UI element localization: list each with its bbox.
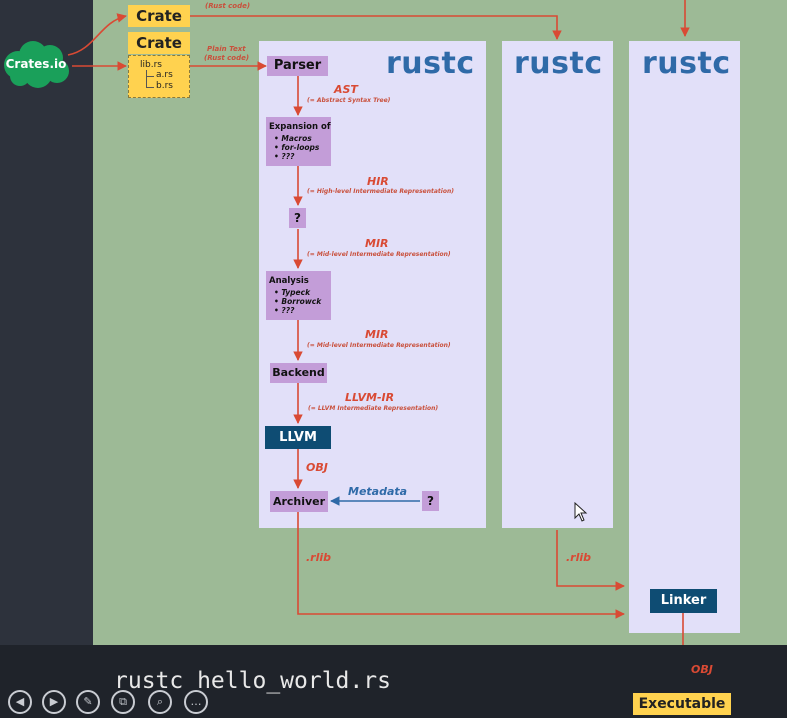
mir-sublabel-2: (= Mid-level Intermediate Representation… (307, 342, 451, 349)
file-b-rs: b.rs (156, 81, 173, 91)
crate-b-sublabel: (Rust code) (205, 2, 251, 10)
crate-a-box: Crate A (128, 32, 190, 74)
analysis-item-typeck: Typeck (281, 288, 311, 297)
metadata-source-box: ? (422, 491, 439, 511)
crate-a-files: lib.rs a.rs b.rs (128, 55, 190, 98)
expansion-item-unknown: ??? (281, 152, 295, 161)
hir-label: HIR (367, 175, 389, 188)
rustc-title-3: rustc (642, 46, 731, 81)
terminal-command: rustc hello_world.rs (114, 668, 391, 694)
arrow-archiver-to-linker (297, 512, 625, 619)
slides-icon[interactable]: ⧉ (111, 690, 135, 714)
analysis-title: Analysis (269, 276, 309, 286)
parser-box: Parser (267, 56, 328, 76)
expansion-item-macros: Macros (281, 134, 312, 143)
plain-text-label: Plain Text (207, 45, 246, 53)
expansion-box: Expansion of • Macros • for-loops • ??? (266, 117, 331, 166)
analysis-item-borrowck: Borrowck (281, 297, 322, 306)
prev-icon[interactable]: ◀ (8, 690, 32, 714)
rustc-panel-3 (629, 41, 740, 633)
crates-io-cloud: Crates.io (0, 38, 72, 90)
metadata-label: Metadata (348, 485, 408, 498)
linker-box: Linker (650, 589, 717, 613)
rustc-title-1: rustc (386, 46, 475, 81)
mouse-cursor-icon (574, 502, 588, 522)
llvm-box: LLVM (265, 426, 331, 449)
rustc-title-2: rustc (514, 46, 603, 81)
archiver-box: Archiver (270, 491, 328, 512)
arrow-crate-b-to-rustc-2 (190, 15, 562, 40)
llvm-ir-sublabel: (= LLVM Intermediate Representation) (308, 405, 439, 412)
mir-label-2: MIR (365, 328, 389, 341)
executable-box: Executable (633, 693, 731, 715)
next-icon[interactable]: ▶ (42, 690, 66, 714)
rustc-panel-2 (502, 41, 613, 528)
obj-label-llvm: OBJ (306, 461, 328, 474)
more-icon[interactable]: … (184, 690, 208, 714)
ast-sublabel: (= Abstract Syntax Tree) (307, 97, 391, 104)
rlib-label-2: .rlib (566, 551, 592, 564)
zoom-icon[interactable]: ⌕ (148, 690, 172, 714)
rlib-label-1: .rlib (306, 551, 332, 564)
ast-label: AST (334, 83, 358, 96)
file-lib-rs: lib.rs (140, 60, 162, 70)
crates-io-label: Crates.io (5, 57, 67, 71)
file-a-rs: a.rs (156, 70, 173, 80)
hir-sublabel: (= High-level Intermediate Representatio… (307, 188, 454, 195)
unknown-stage-box: ? (289, 208, 306, 228)
analysis-item-unknown: ??? (281, 306, 295, 315)
arrow-rustc2-to-linker (556, 530, 625, 591)
sidebar-strip (0, 0, 93, 645)
backend-box: Backend (270, 363, 327, 383)
expansion-item-for-loops: for-loops (281, 143, 320, 152)
obj-label-linker: OBJ (691, 663, 713, 676)
expansion-title: Expansion of (269, 122, 331, 132)
analysis-box: Analysis • Typeck • Borrowck • ??? (266, 271, 331, 320)
mir-sublabel-1: (= Mid-level Intermediate Representation… (307, 251, 451, 258)
plain-text-sublabel: (Rust code) (204, 54, 250, 62)
pen-icon[interactable]: ✎ (76, 690, 100, 714)
crate-b-box: Crate B (128, 5, 190, 47)
mir-label-1: MIR (365, 237, 389, 250)
llvm-ir-label: LLVM-IR (345, 391, 395, 404)
arrow-crates-to-crate-b (67, 13, 127, 56)
